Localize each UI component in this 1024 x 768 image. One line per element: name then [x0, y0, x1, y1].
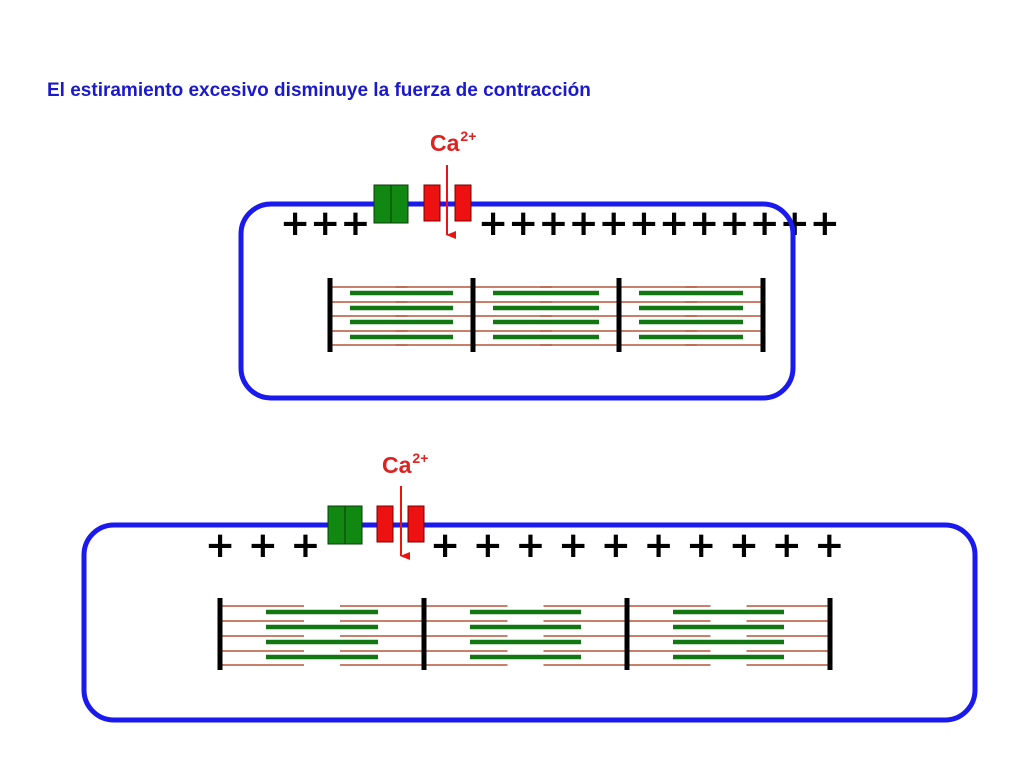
diagram-title: El estiramiento excesivo disminuye la fu…	[47, 80, 591, 101]
panel-2-cell-membrane	[81, 522, 978, 723]
ion-symbol: Ca	[430, 130, 460, 156]
panel-2-green-channel-right	[344, 505, 363, 545]
calcium-ion-label-top: Ca2+	[430, 128, 477, 157]
charges-left-bottom: + + +	[205, 525, 321, 566]
ion-charge: 2+	[460, 128, 477, 144]
charges-right-bottom: + + + + + + + + + +	[430, 525, 845, 566]
panel-1-calcium-channel-right	[454, 184, 472, 222]
panel-1-cell-membrane	[238, 201, 796, 401]
panel-2-green-channel-left	[327, 505, 346, 545]
calcium-ion-label-bottom: Ca2+	[382, 450, 429, 479]
ion-charge: 2+	[412, 450, 429, 466]
panel-1-green-channel-right	[390, 184, 409, 224]
charges-left-top: +++	[280, 203, 371, 244]
panel-2-calcium-channel-right	[407, 505, 425, 543]
ion-symbol: Ca	[382, 452, 412, 478]
panel-2-calcium-channel-left	[376, 505, 394, 543]
panel-1-calcium-channel-left	[423, 184, 441, 222]
panel-1-green-channel-left	[373, 184, 392, 224]
